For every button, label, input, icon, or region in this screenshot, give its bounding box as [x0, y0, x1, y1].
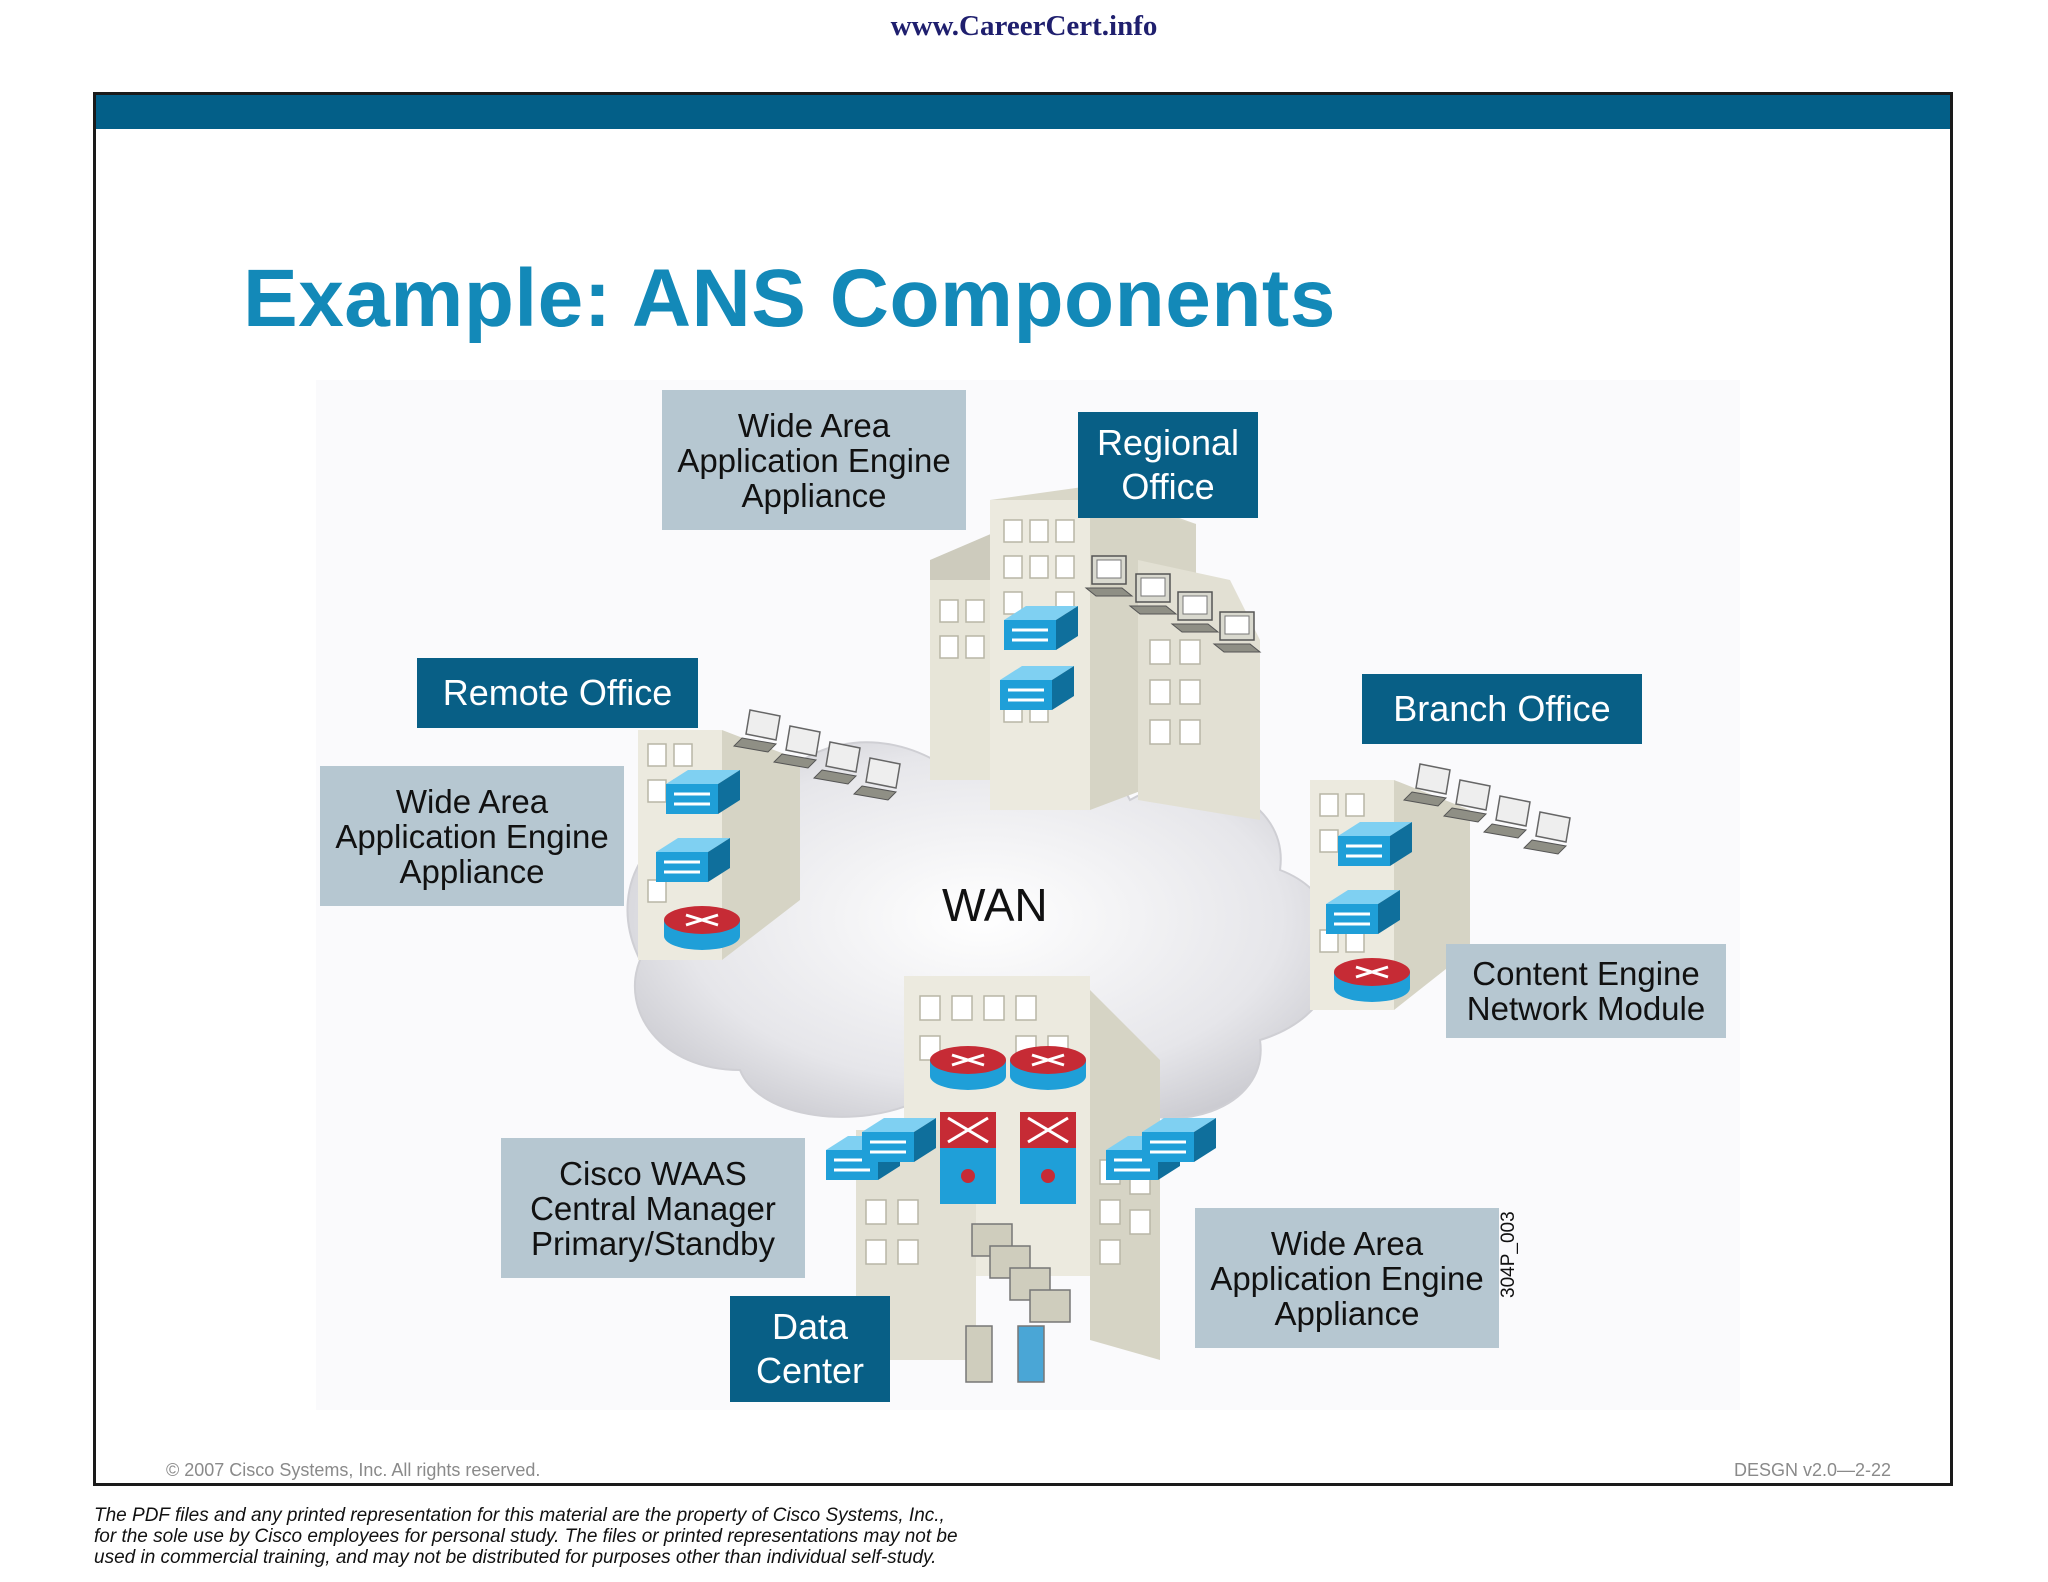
waea-datacenter-label: Wide Area Application Engine Appliance	[1195, 1208, 1499, 1348]
data-center-label: Data Center	[730, 1296, 890, 1402]
remote-office-building	[638, 709, 901, 960]
slide-title: Example: ANS Components	[243, 253, 1336, 344]
disclaimer-line: The PDF files and any printed representa…	[94, 1505, 945, 1526]
content-engine-label: Content Engine Network Module	[1446, 944, 1726, 1038]
slide-header-bar	[96, 95, 1950, 129]
regional-office-label: Regional Office	[1078, 412, 1258, 518]
site-url: www.CareerCert.info	[890, 10, 1158, 42]
waea-remote-label: Wide Area Application Engine Appliance	[320, 766, 624, 906]
regional-office-building	[930, 486, 1261, 820]
waas-manager-label: Cisco WAAS Central Manager Primary/Stand…	[501, 1138, 805, 1278]
copyright: © 2007 Cisco Systems, Inc. All rights re…	[166, 1460, 541, 1480]
remote-office-label: Remote Office	[417, 658, 698, 728]
wan-label: WAN	[942, 879, 1048, 931]
disclaimer: The PDF files and any printed representa…	[94, 1505, 1094, 1568]
figure-id: 304P_003	[1498, 1211, 1519, 1298]
disclaimer-line: for the sole use by Cisco employees for …	[94, 1526, 958, 1547]
disclaimer-line: used in commercial training, and may not…	[94, 1547, 937, 1568]
waea-regional-label: Wide Area Application Engine Appliance	[662, 390, 966, 530]
branch-office-label: Branch Office	[1362, 674, 1642, 744]
course-id: DESGN v2.0—2-22	[1734, 1460, 1892, 1480]
